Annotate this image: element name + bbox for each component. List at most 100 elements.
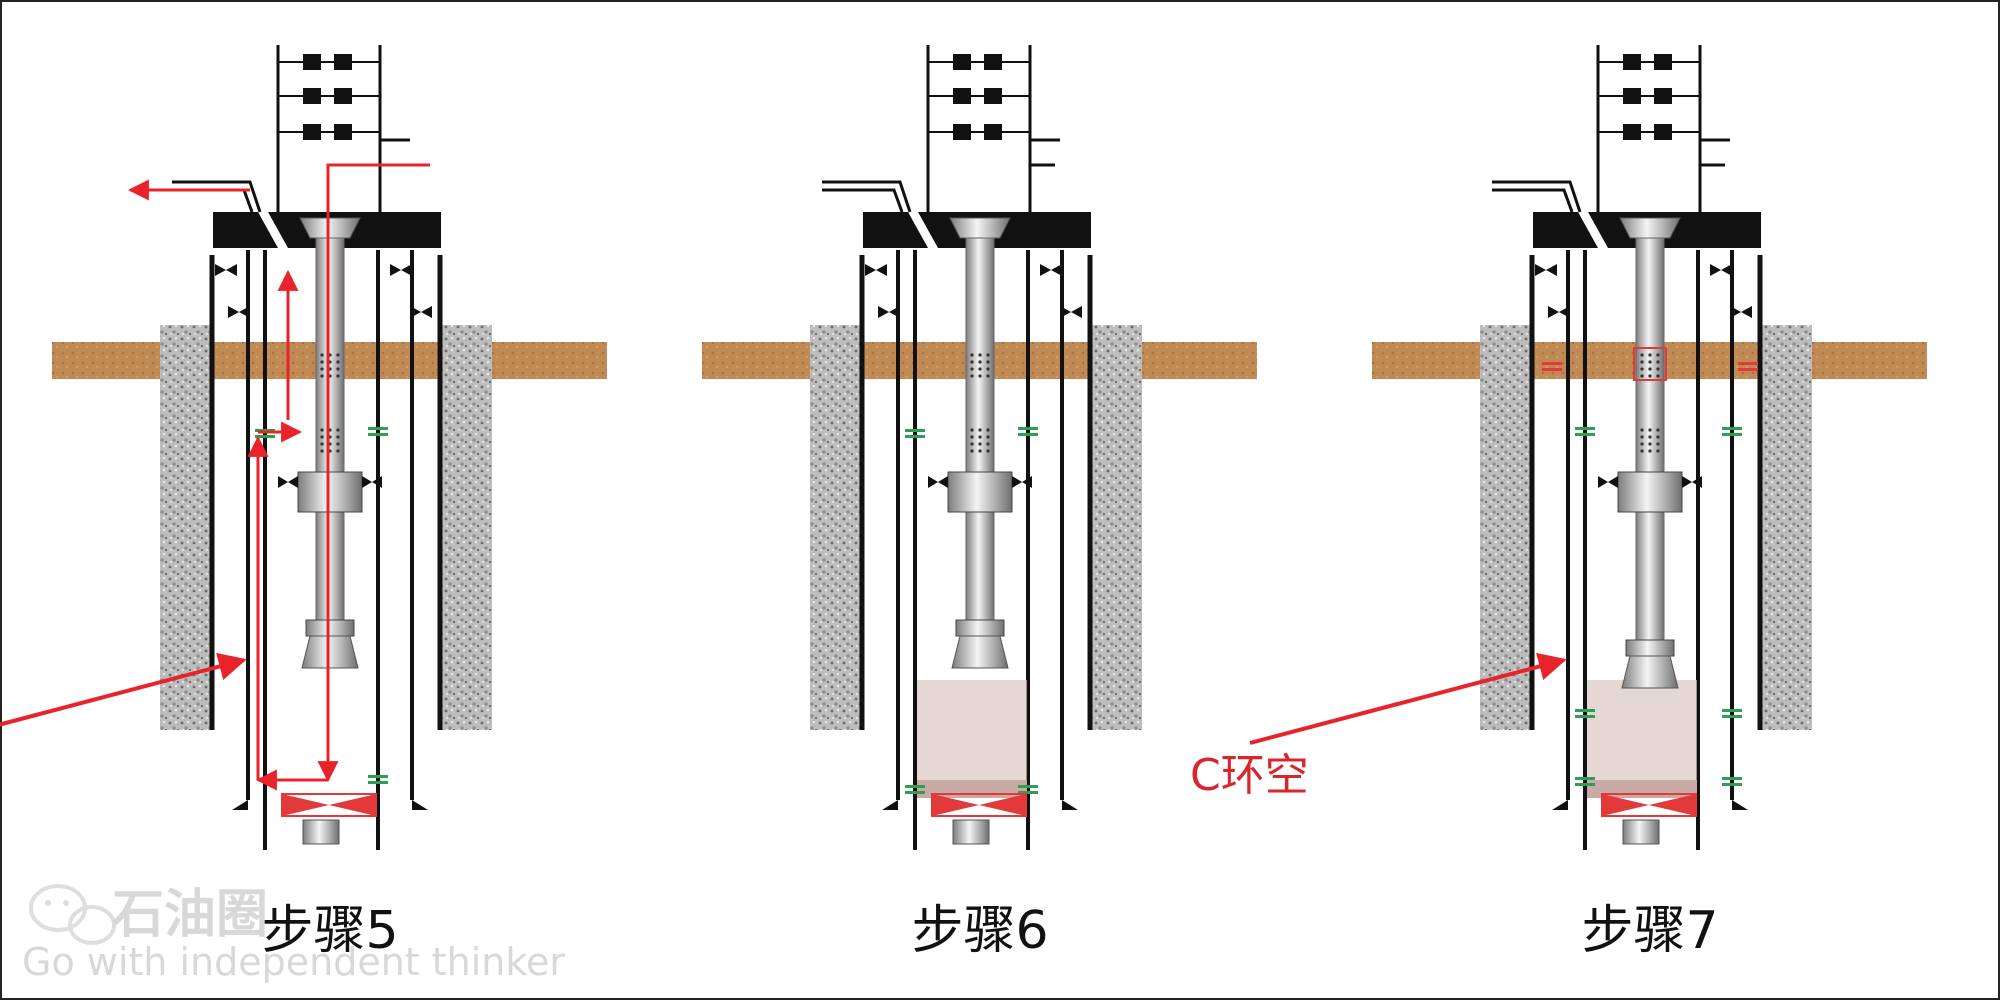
tree-outlet bbox=[380, 138, 410, 167]
wellhead-port bbox=[1578, 212, 1608, 248]
seal-green-4-b bbox=[1575, 783, 1595, 786]
bottom-sub bbox=[1622, 819, 1660, 845]
hanger-0 bbox=[1535, 264, 1557, 276]
red-hanger-left-b bbox=[1542, 368, 1562, 371]
seal-green-3-b bbox=[1722, 715, 1742, 718]
watermark-slogan: Go with independent thinker bbox=[22, 940, 565, 984]
side-outlet-bottom bbox=[1492, 188, 1574, 213]
hanger-3 bbox=[1730, 306, 1752, 318]
bottom-sub bbox=[302, 819, 340, 845]
hanger-0 bbox=[865, 264, 887, 276]
seal-green-1 bbox=[1722, 427, 1742, 430]
tubing bbox=[1635, 237, 1665, 661]
annulus-fluid bbox=[917, 680, 1027, 795]
seal-green-1 bbox=[368, 775, 388, 778]
seal-green-4 bbox=[1575, 777, 1595, 780]
panels-layer: 步骤5B环空步骤6 步骤7 C环空 bbox=[0, 45, 1927, 961]
cement-left bbox=[1480, 325, 1532, 730]
seal-green-1-b bbox=[368, 781, 388, 784]
hanger-1 bbox=[878, 306, 900, 318]
flow-arrow-down bbox=[317, 163, 430, 783]
production-packer bbox=[297, 471, 363, 513]
bottom-plug bbox=[282, 794, 376, 816]
well-panel-5: 步骤5B环空 bbox=[0, 45, 607, 961]
annulus-pointer-arrow bbox=[1249, 652, 1567, 745]
hanger-2 bbox=[1710, 264, 1732, 276]
tubing-collar bbox=[1625, 639, 1675, 657]
shoe-right bbox=[412, 800, 428, 810]
tubing-hanger bbox=[949, 217, 1011, 239]
production-packer bbox=[947, 471, 1013, 513]
cement-left bbox=[810, 325, 862, 730]
seal-green-0 bbox=[1575, 427, 1595, 430]
hanger-3 bbox=[410, 306, 432, 318]
wechat-logo-icon bbox=[29, 884, 116, 945]
seal-green-2-b bbox=[1575, 715, 1595, 718]
watermark: 石油圈 Go with independent thinker bbox=[22, 884, 565, 984]
tubing-hanger bbox=[1619, 217, 1681, 239]
step-label: 步骤7 bbox=[1581, 901, 1718, 961]
annulus-fluid bbox=[1587, 680, 1697, 795]
tubing bbox=[315, 237, 345, 641]
seal-green-3 bbox=[1722, 709, 1742, 712]
cement-right bbox=[1090, 325, 1142, 730]
perforations-0 bbox=[1640, 353, 1660, 378]
seal-green-0-b bbox=[1575, 433, 1595, 436]
hanger-2 bbox=[390, 264, 412, 276]
hanger-1 bbox=[1548, 306, 1570, 318]
red-hanger-right bbox=[1738, 362, 1758, 365]
hanger-2 bbox=[1040, 264, 1062, 276]
seal-green-1 bbox=[1018, 427, 1038, 430]
tree-outlet bbox=[1030, 138, 1060, 167]
watermark-brand: 石油圈 bbox=[112, 885, 268, 945]
tubing-collar bbox=[955, 619, 1005, 637]
hanger-3 bbox=[1060, 306, 1082, 318]
side-outlet-top bbox=[822, 180, 912, 213]
shoe-right bbox=[1732, 800, 1748, 810]
cement-right bbox=[440, 325, 492, 730]
cement-left bbox=[160, 325, 212, 730]
red-hanger-right-b bbox=[1738, 368, 1758, 371]
seal-green-0-b bbox=[368, 433, 388, 436]
bottom-plug bbox=[1602, 794, 1696, 816]
seal-green-1-b bbox=[1018, 433, 1038, 436]
cement-right bbox=[1760, 325, 1812, 730]
tubing bbox=[965, 237, 995, 641]
wellhead-port bbox=[908, 212, 938, 248]
shoe-right bbox=[1062, 800, 1078, 810]
bottom-plug bbox=[932, 794, 1026, 816]
seal-green-1-b bbox=[1722, 433, 1742, 436]
well-panel-6: 步骤6 bbox=[702, 45, 1257, 961]
side-outlet-top bbox=[172, 180, 262, 213]
tubing-hanger bbox=[299, 217, 361, 239]
shoe-left bbox=[232, 800, 248, 810]
side-outlet-top bbox=[1492, 180, 1582, 213]
seal-green-5 bbox=[1722, 777, 1742, 780]
seal-green-2-b bbox=[905, 791, 925, 794]
seal-green-2-b bbox=[255, 435, 275, 438]
bottom-sub bbox=[952, 819, 990, 845]
shoe-left bbox=[1552, 800, 1568, 810]
side-outlet-bottom bbox=[822, 188, 904, 213]
mule-shoe bbox=[951, 635, 1009, 669]
seal-green-0 bbox=[368, 427, 388, 430]
shoe-left bbox=[882, 800, 898, 810]
seal-green-0-b bbox=[905, 435, 925, 438]
perforations-0 bbox=[970, 353, 990, 378]
seal-green-2 bbox=[905, 785, 925, 788]
hanger-1 bbox=[228, 306, 250, 318]
hanger-0 bbox=[215, 264, 237, 276]
annulus-pointer-arrow bbox=[0, 652, 247, 727]
red-perf-highlight bbox=[1633, 347, 1667, 381]
seal-green-5-b bbox=[1722, 783, 1742, 786]
tree-outlet bbox=[1700, 138, 1730, 167]
perforations-1 bbox=[970, 428, 990, 453]
red-hanger-left bbox=[1542, 362, 1562, 365]
seal-green-3-b bbox=[1018, 791, 1038, 794]
seal-green-2 bbox=[1575, 709, 1595, 712]
wellhead-port bbox=[258, 212, 288, 248]
annulus-label: C环空 bbox=[1190, 750, 1309, 801]
